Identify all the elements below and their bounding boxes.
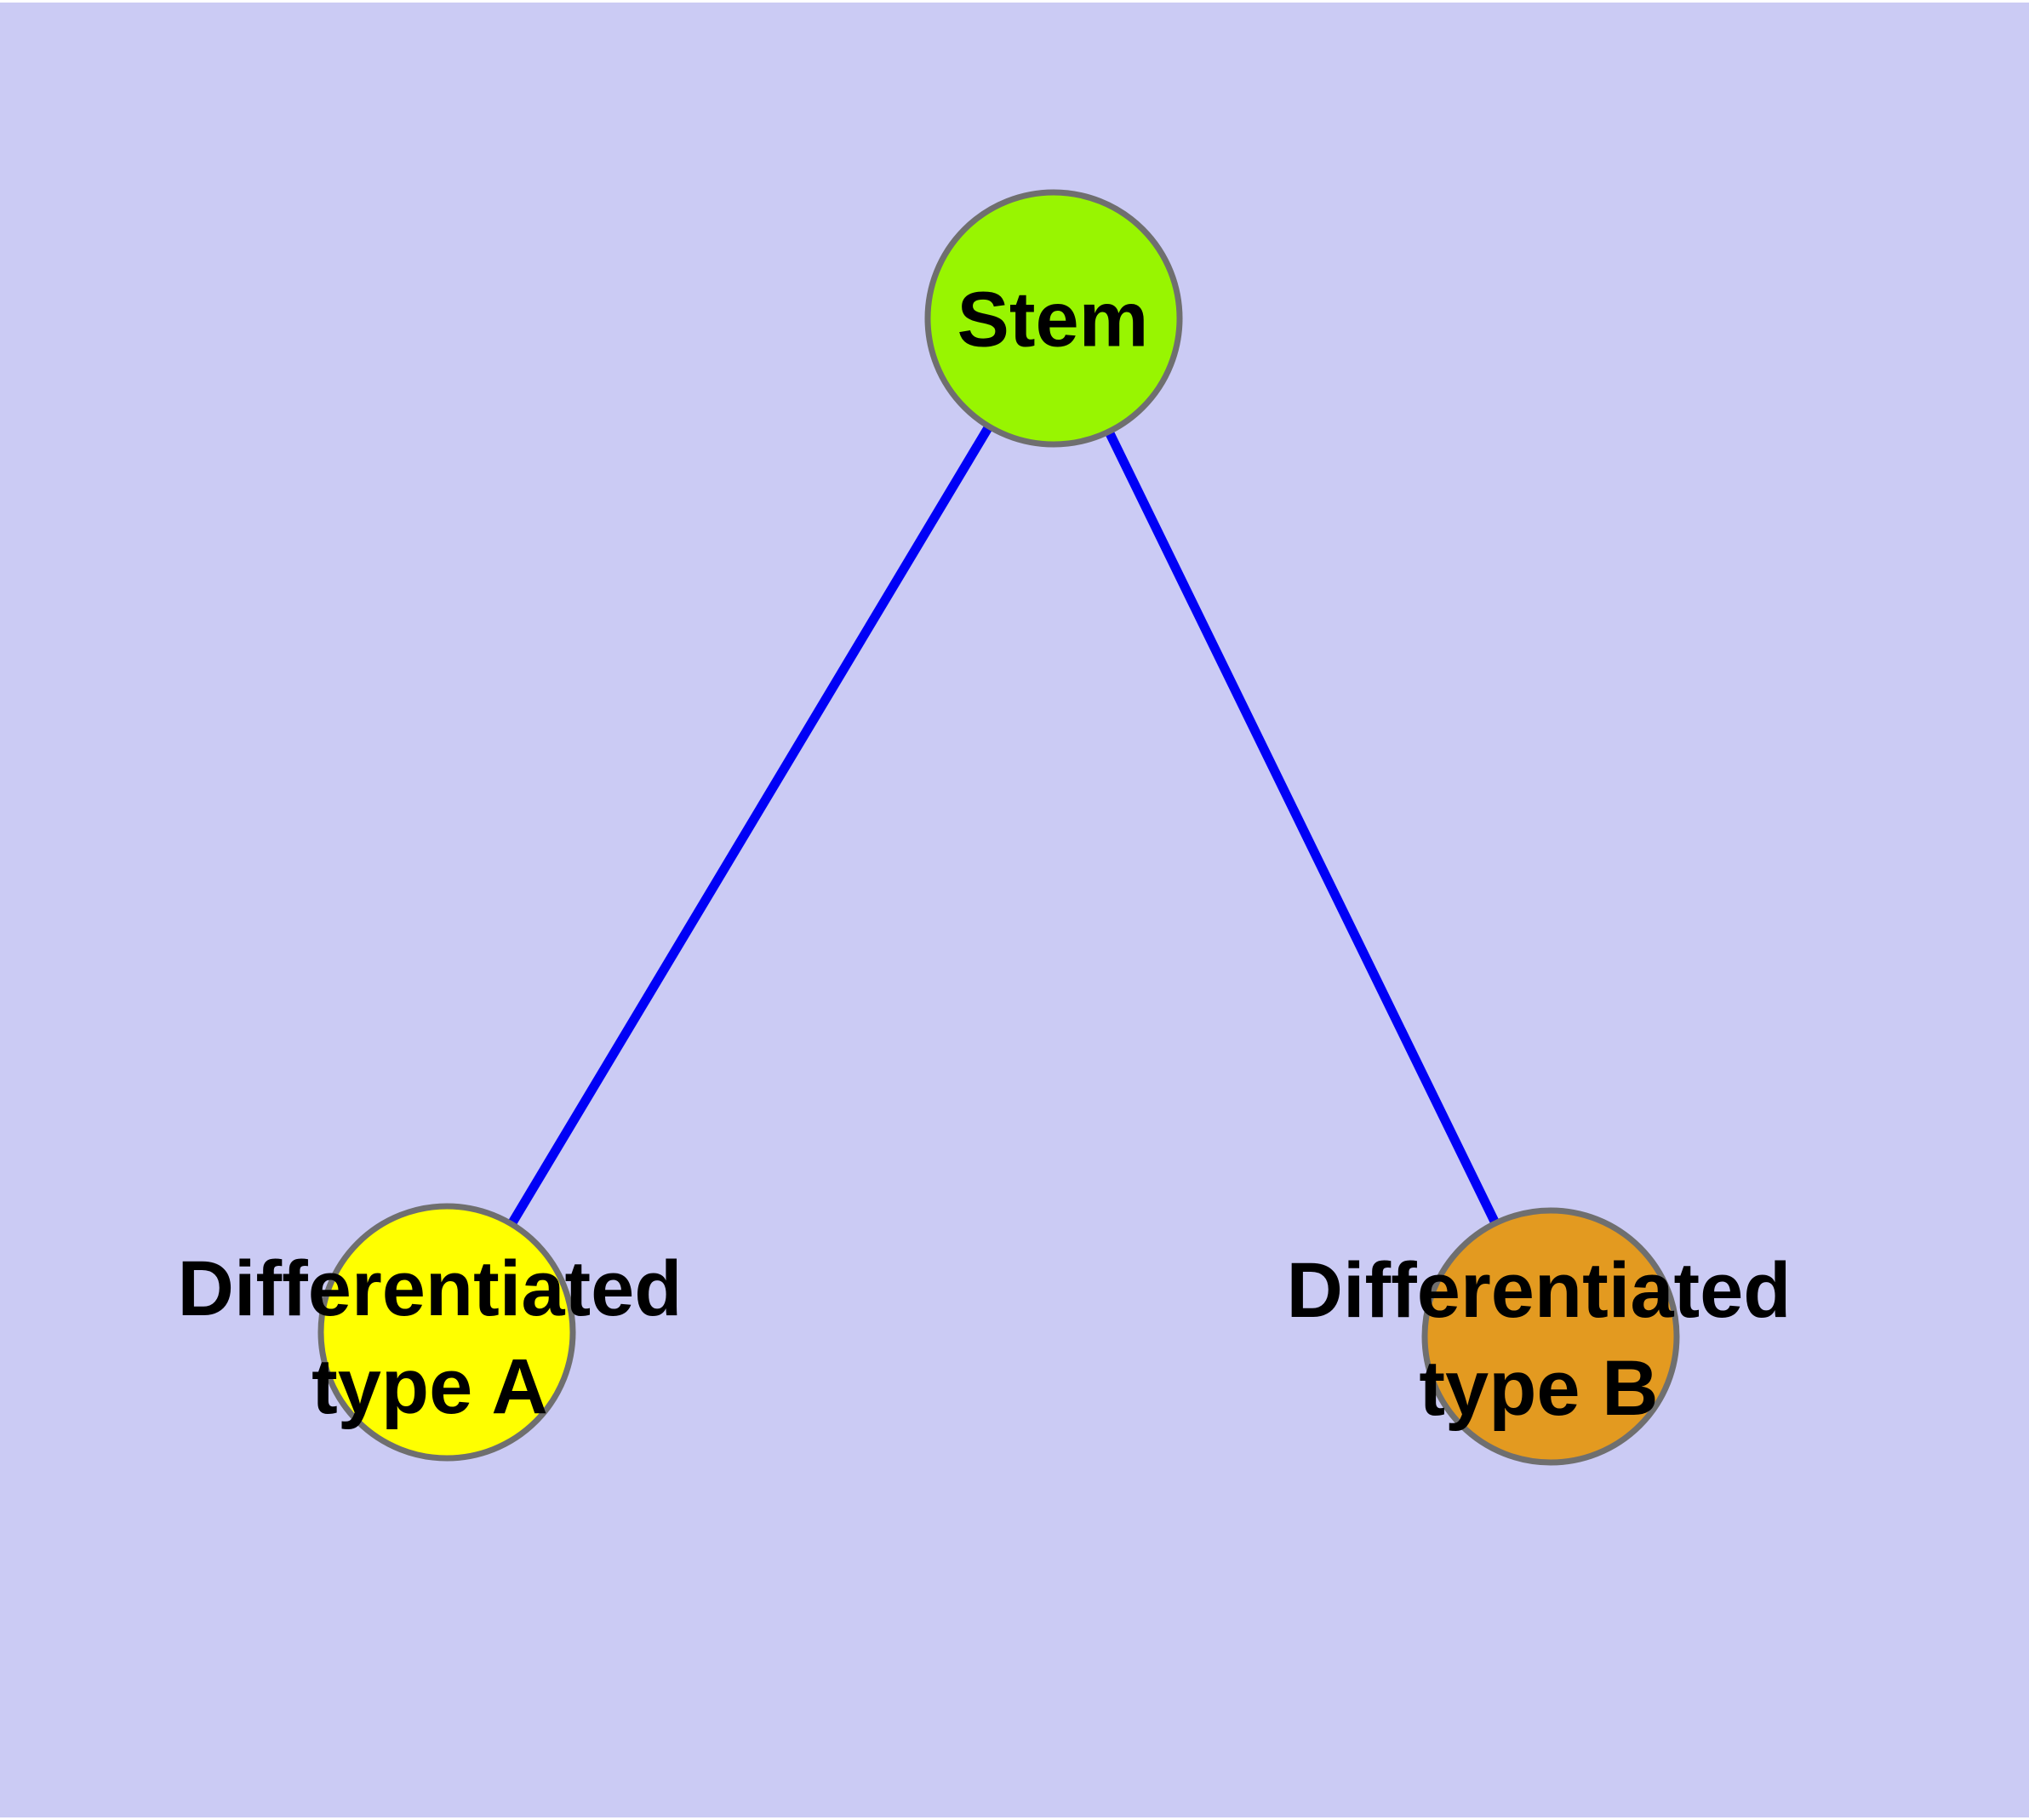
edge-stem-to-type-b xyxy=(1049,316,1555,1339)
node-differentiated-type-b-circle xyxy=(1421,1207,1680,1466)
node-stem-circle xyxy=(924,189,1183,448)
edge-stem-to-type-a xyxy=(443,316,1058,1335)
node-differentiated-type-a-circle xyxy=(317,1203,576,1462)
